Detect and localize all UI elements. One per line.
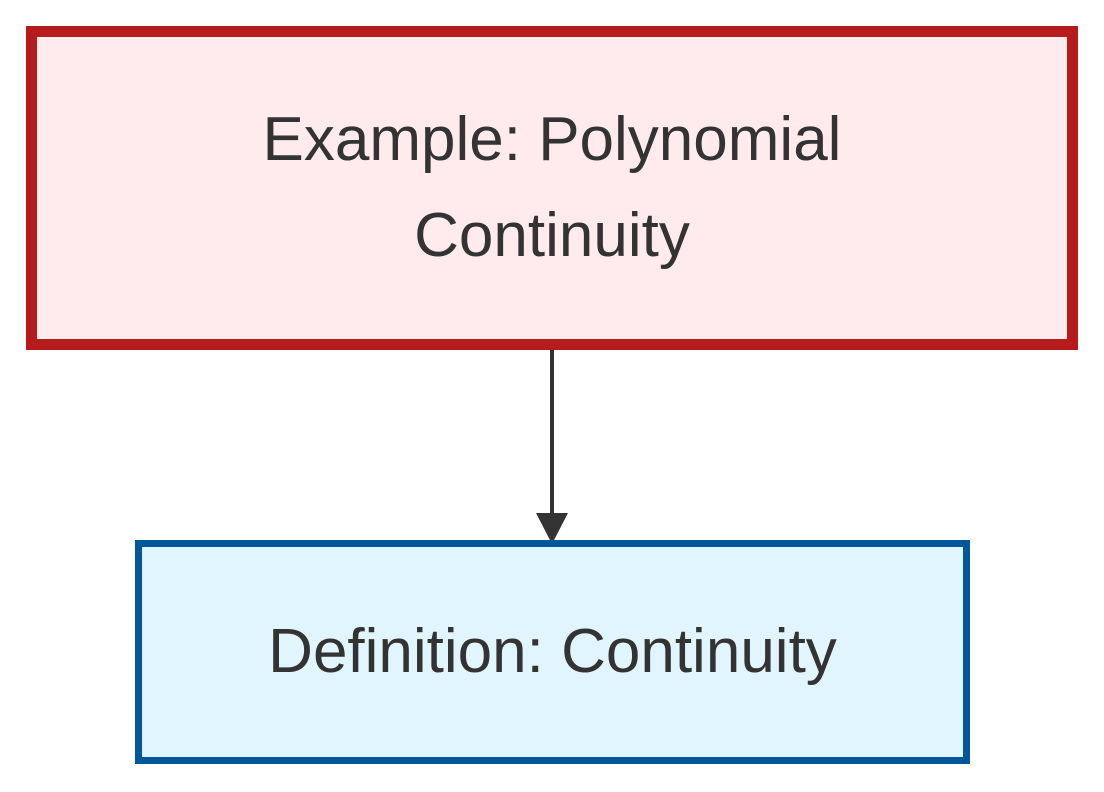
example-node: Example: Polynomial Continuity (26, 26, 1078, 350)
definition-node: Definition: Continuity (135, 540, 970, 764)
definition-node-label: Definition: Continuity (268, 617, 837, 686)
example-node-label: Example: Polynomial Continuity (262, 105, 842, 270)
